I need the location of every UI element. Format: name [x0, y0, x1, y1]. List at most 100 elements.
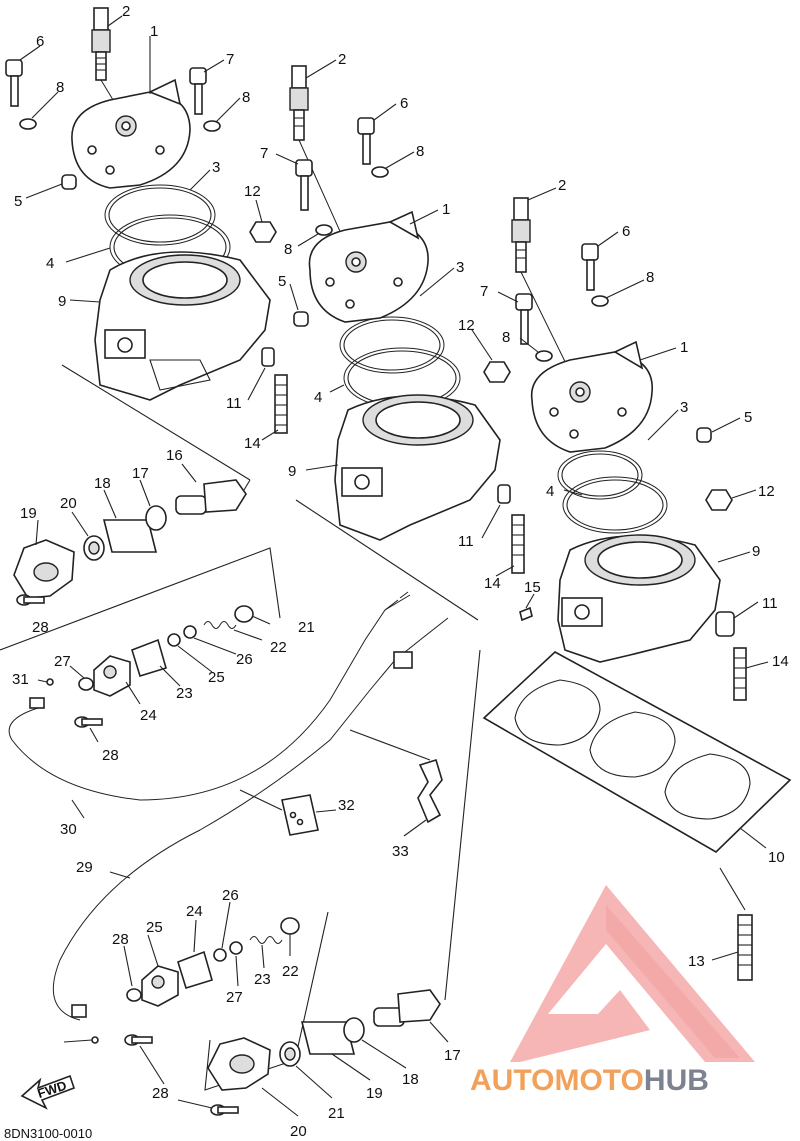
nut-21a [234, 605, 254, 623]
callout-6-left: 6 [36, 33, 44, 50]
control-cable-29 [52, 617, 449, 1021]
callout-17-upper: 17 [132, 465, 149, 482]
callout-28-upper-1: 28 [32, 619, 49, 636]
callout-6-middle: 6 [400, 95, 408, 112]
head-bolt-right-1 [581, 243, 599, 291]
sleeve-middle-11 [497, 484, 511, 504]
callout-11-middle: 11 [458, 533, 474, 550]
washer-25a [167, 633, 181, 647]
cylinder-assembly-left [5, 7, 288, 501]
housing-24a [93, 655, 131, 697]
leader-lines [19, 15, 769, 1117]
callout-7-middle: 7 [260, 145, 268, 162]
watermark-text-part2: HUB [644, 1064, 709, 1097]
callout-27-lower: 28 [112, 931, 129, 948]
o-ring-left-3 [104, 184, 216, 246]
dowel-pin-right [696, 427, 712, 443]
watermark-text-part1: AUTOMOTO [470, 1064, 644, 1097]
callout-5-right: 5 [744, 409, 752, 426]
callout-9-left: 9 [58, 293, 66, 310]
callout-30: 30 [60, 821, 77, 838]
watermark-text: AUTOMOTOHUB [470, 1064, 709, 1097]
callout-12-left: 12 [244, 183, 261, 200]
washer-left-2 [203, 120, 221, 132]
callout-8-middle-1: 8 [416, 143, 424, 160]
callout-5-left: 5 [14, 193, 22, 210]
callout-labels: 2 1 6 7 8 8 3 5 12 4 9 11 14 2 6 7 8 1 8… [12, 3, 789, 1140]
stud-bolt-left-14 [274, 374, 288, 434]
callout-14-right: 14 [772, 653, 789, 670]
washer-26b [229, 941, 243, 955]
callout-9-middle: 9 [288, 463, 296, 480]
exhaust-valve-group-upper [0, 479, 281, 728]
callout-8-right-2: 8 [502, 329, 510, 346]
callout-3-middle: 3 [456, 259, 464, 276]
gasket-23a [131, 638, 167, 677]
callout-14-left: 14 [244, 435, 261, 452]
callout-19-lower: 20 [290, 1123, 307, 1140]
dowel-pin-middle [293, 311, 309, 327]
callout-27-upper: 27 [54, 653, 71, 670]
washer-right-2 [535, 350, 553, 362]
callout-2-left: 2 [122, 3, 130, 20]
head-bolt-right-2 [515, 293, 533, 345]
callout-26-upper: 26 [236, 651, 253, 668]
spring-22b [249, 936, 283, 944]
washer-left-1 [19, 118, 37, 130]
o-ring-right-3 [557, 450, 643, 500]
callout-18-upper: 18 [94, 475, 111, 492]
washer-right-1 [591, 295, 609, 307]
bracket-33 [417, 758, 443, 824]
cable-holder-32 [281, 794, 319, 836]
exhaust-valve-16a [175, 479, 247, 515]
screw-28c [124, 1034, 153, 1046]
diagram-code: 8DN3100-0010 [4, 1126, 92, 1141]
collar-27b [126, 988, 142, 1002]
callout-5-middle: 5 [278, 273, 286, 290]
callout-24-lower: 25 [146, 919, 163, 936]
head-bolt-left-2 [189, 67, 207, 115]
nut-left-12 [249, 221, 277, 243]
washer-middle-2 [315, 224, 333, 236]
callout-3-right: 3 [680, 399, 688, 416]
callout-1-middle: 1 [442, 201, 450, 218]
screw-28a [16, 594, 45, 606]
callout-7-right: 7 [480, 283, 488, 300]
watermark-logo: AUTOMOTOHUB [470, 885, 755, 1097]
callout-1-right: 1 [680, 339, 688, 356]
exhaust-valve-16b [373, 989, 441, 1027]
cylinder-assembly-right [511, 197, 747, 701]
screw-28d [210, 1104, 239, 1116]
ring-31b [91, 1036, 99, 1044]
head-bolt-middle-2 [295, 159, 313, 211]
o-ring-middle-3 [339, 316, 445, 374]
callout-20-lower: 21 [328, 1105, 345, 1122]
dowel-pin-left [61, 174, 77, 190]
nut-middle-12 [483, 361, 511, 383]
callout-17-lower: 18 [402, 1071, 419, 1088]
callout-4-right: 4 [546, 483, 554, 500]
callout-21-upper: 21 [298, 619, 315, 636]
callout-23-upper: 23 [176, 685, 193, 702]
callout-7-left: 7 [226, 51, 234, 68]
callout-21-lower: 22 [282, 963, 299, 980]
callout-2-middle: 2 [338, 51, 346, 68]
cylinder-left [94, 251, 271, 401]
head-bolt-middle-1 [357, 117, 375, 165]
callout-10: 10 [768, 849, 785, 866]
callout-11-right: 11 [762, 595, 778, 612]
control-cable-30 [8, 591, 411, 801]
callout-8-right-1: 8 [646, 269, 654, 286]
spark-plug-middle [289, 65, 309, 141]
callout-4-left: 4 [46, 255, 54, 272]
callout-25-upper: 25 [208, 669, 225, 686]
o-ring-17b [343, 1017, 365, 1043]
callout-8-left-1: 8 [56, 79, 64, 96]
callout-14-middle: 14 [484, 575, 501, 592]
callout-22-upper: 22 [270, 639, 287, 656]
collar-27a [78, 677, 94, 691]
callout-4-middle: 4 [314, 389, 322, 406]
callout-1-left: 1 [150, 23, 158, 40]
callout-18-lower: 19 [366, 1085, 383, 1102]
